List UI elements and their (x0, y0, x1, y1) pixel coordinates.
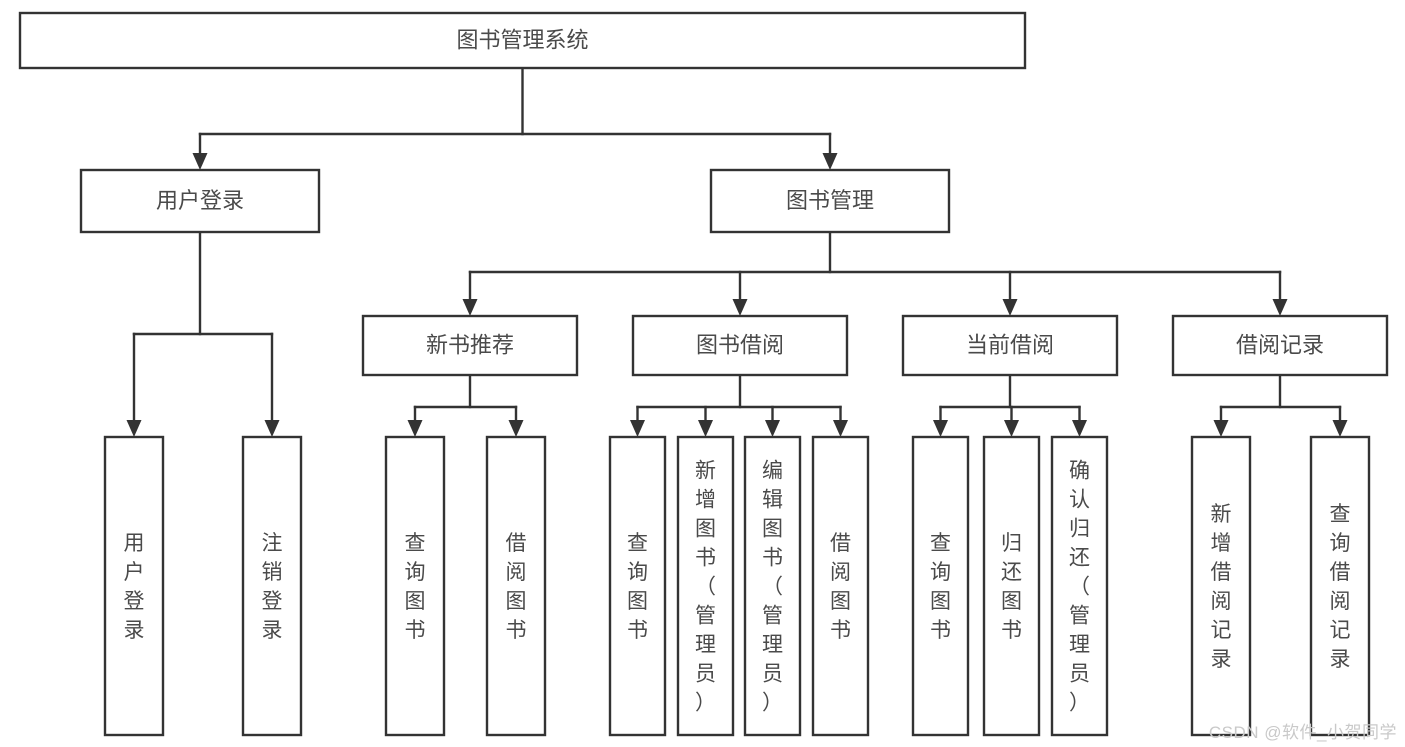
node-label: 借阅记录 (1236, 332, 1324, 357)
node-box[interactable] (1171, 314, 1389, 377)
node-box[interactable] (982, 435, 1041, 737)
arrow-head-icon (1332, 420, 1348, 437)
node-label: 新书推荐 (426, 332, 514, 357)
node-leaf-user-logout[interactable]: 注销登录 (241, 435, 303, 737)
arrow-head-icon (1213, 420, 1229, 437)
arrow-head-icon (1272, 299, 1288, 316)
node-box[interactable] (79, 168, 321, 234)
node-leaf-record-add[interactable]: 新增借阅记录 (1190, 435, 1252, 737)
node-borrow[interactable]: 图书借阅 (631, 314, 849, 377)
node-label: 编辑图书（管理员） (762, 460, 783, 715)
node-box[interactable] (485, 435, 547, 737)
node-label: 查询图书 (930, 532, 951, 642)
node-leaf-new-borrow[interactable]: 借阅图书 (485, 435, 547, 737)
node-bookmgmt[interactable]: 图书管理 (709, 168, 951, 234)
node-label: 新增图书（管理员） (695, 460, 716, 715)
arrow-head-icon (833, 420, 848, 437)
node-leaf-record-query[interactable]: 查询借阅记录 (1309, 435, 1371, 737)
node-label: 图书借阅 (696, 332, 784, 357)
node-label: 查询借阅记录 (1330, 503, 1351, 671)
node-box[interactable] (676, 435, 735, 737)
node-leaf-borrow-query[interactable]: 查询图书 (608, 435, 667, 737)
arrow-head-icon (698, 420, 713, 437)
node-label: 图书管理 (786, 188, 874, 213)
node-box[interactable] (1190, 435, 1252, 737)
arrow-head-icon (508, 420, 524, 437)
node-login[interactable]: 用户登录 (79, 168, 321, 234)
arrow-head-icon (1002, 299, 1018, 316)
arrow-head-icon (822, 153, 838, 170)
node-box[interactable] (1309, 435, 1371, 737)
arrow-head-icon (126, 420, 142, 437)
node-leaf-new-query[interactable]: 查询图书 (384, 435, 446, 737)
node-leaf-current-return[interactable]: 归还图书 (982, 435, 1041, 737)
node-label: 注销登录 (262, 532, 283, 642)
node-label: 图书管理系统 (456, 27, 588, 52)
node-label: 用户登录 (156, 188, 244, 213)
node-leaf-current-confirm[interactable]: 确认归还（管理员） (1050, 435, 1109, 737)
node-label: 归还图书 (1001, 532, 1022, 642)
node-label: 查询图书 (627, 532, 648, 642)
node-box[interactable] (743, 435, 802, 737)
arrow-head-icon (407, 420, 423, 437)
arrow-head-icon (462, 299, 478, 316)
arrow-head-icon (192, 153, 208, 170)
arrow-head-icon (732, 299, 748, 316)
node-box[interactable] (709, 168, 951, 234)
node-label: 查询图书 (405, 532, 426, 642)
node-box[interactable] (911, 435, 970, 737)
node-box[interactable] (608, 435, 667, 737)
node-box[interactable] (241, 435, 303, 737)
node-leaf-user-login[interactable]: 用户登录 (103, 435, 165, 737)
node-leaf-current-query[interactable]: 查询图书 (911, 435, 970, 737)
node-label: 借阅图书 (506, 532, 527, 642)
node-leaf-borrow-edit[interactable]: 编辑图书（管理员） (743, 435, 802, 737)
connector-layer (126, 66, 1348, 437)
node-box[interactable] (18, 11, 1027, 70)
csdn-watermark: CSDN @软件_小贺同学 (1208, 723, 1397, 742)
node-box[interactable] (384, 435, 446, 737)
node-label: 用户登录 (124, 532, 145, 642)
node-box[interactable] (901, 314, 1119, 377)
node-leaf-borrow-add[interactable]: 新增图书（管理员） (676, 435, 735, 737)
node-current[interactable]: 当前借阅 (901, 314, 1119, 377)
arrow-head-icon (264, 420, 280, 437)
node-box[interactable] (811, 435, 870, 737)
node-label: 当前借阅 (966, 332, 1054, 357)
node-box[interactable] (103, 435, 165, 737)
arrow-head-icon (933, 420, 948, 437)
node-root[interactable]: 图书管理系统 (18, 11, 1027, 70)
node-leaf-borrow-lend[interactable]: 借阅图书 (811, 435, 870, 737)
arrow-head-icon (1072, 420, 1087, 437)
node-box[interactable] (1050, 435, 1109, 737)
node-records[interactable]: 借阅记录 (1171, 314, 1389, 377)
arrow-head-icon (630, 420, 645, 437)
node-label: 确认归还（管理员） (1069, 460, 1090, 715)
node-label: 借阅图书 (830, 532, 851, 642)
node-layer: 图书管理系统用户登录图书管理新书推荐图书借阅当前借阅借阅记录用户登录注销登录查询… (18, 11, 1389, 737)
node-box[interactable] (361, 314, 579, 377)
node-box[interactable] (631, 314, 849, 377)
node-newbook[interactable]: 新书推荐 (361, 314, 579, 377)
arrow-head-icon (765, 420, 780, 437)
arrow-head-icon (1004, 420, 1019, 437)
node-label: 新增借阅记录 (1211, 503, 1232, 671)
